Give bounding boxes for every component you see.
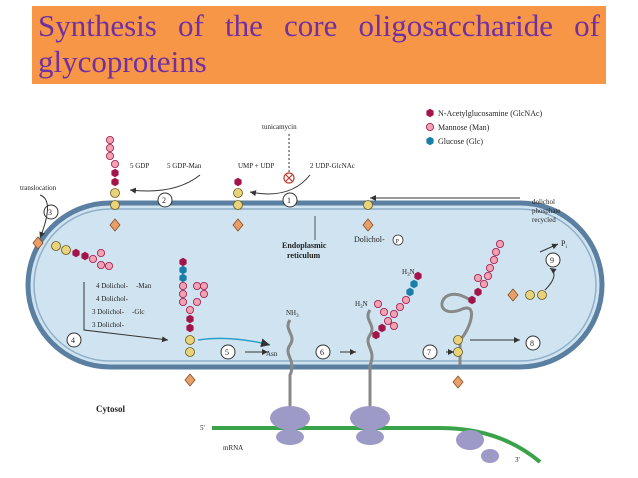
glucose-icon	[426, 136, 434, 146]
step-circle-1	[282, 192, 298, 208]
nh3-label: NH3	[286, 309, 299, 319]
dol-man-label: 4 Dolichol--Man	[96, 282, 152, 290]
er-label-2: reticulum	[287, 251, 321, 260]
legend-item-mannose: Mannose (Man)	[425, 123, 490, 132]
legend-item-glcnac: N-Acetylglucosamine (GlcNAc)	[426, 108, 543, 118]
asn-label: Asn	[266, 350, 278, 358]
h3n-label-2: H3N	[402, 268, 415, 278]
ribosome-2	[350, 406, 390, 430]
translocation-label: translocation	[20, 184, 57, 192]
mrna-label: mRNA	[223, 444, 243, 452]
step-label-6: 6	[320, 348, 324, 357]
dol-glc-label: 3 Dolichol--Glc	[92, 308, 145, 316]
inhibit-icon	[283, 172, 295, 184]
gdp-label: 5 GDP	[130, 162, 149, 170]
step-label-5: 5	[225, 348, 229, 357]
five-prime-label: 5'	[200, 424, 205, 432]
inhibit-x-icon	[285, 174, 293, 182]
phosphate-letter: P	[396, 239, 400, 245]
gdp-man-label: 5 GDP-Man	[167, 162, 202, 170]
er-membrane-inner	[33, 208, 597, 362]
legend-label-mannose: Mannose (Man)	[438, 123, 490, 132]
arrow-step9	[544, 267, 557, 291]
arrow-step2	[129, 174, 201, 194]
pi-arrow	[539, 243, 559, 253]
legend-label-glucose: Glucose (Glc)	[438, 137, 483, 146]
polypeptide-1	[286, 319, 294, 420]
tunicamycin-label: tunicamycin	[262, 123, 297, 131]
step-label-1: 1	[287, 196, 291, 205]
polypeptide-2	[366, 309, 374, 420]
ribosomes	[270, 406, 499, 463]
mannose-icon	[425, 123, 435, 132]
ump-udp-label: UMP + UDP	[238, 162, 274, 170]
translocation-arrow	[39, 194, 48, 239]
step-circle-4	[66, 332, 82, 348]
legend-label-glcnac: N-Acetylglucosamine (GlcNAc)	[438, 109, 543, 118]
step-circle-7	[422, 344, 438, 360]
slide-title: Synthesis of the core oligosaccharide of…	[38, 8, 600, 79]
glcnac-icon	[426, 108, 434, 118]
ribosome-1-small	[276, 429, 304, 445]
recycled-label-2: phosphate	[532, 207, 560, 215]
step-label-4: 4	[71, 336, 75, 345]
step-circle-8	[525, 335, 541, 351]
legend: N-Acetylglucosamine (GlcNAc) Mannose (Ma…	[425, 108, 543, 146]
step-label-3: 3	[48, 208, 52, 217]
recycled-label-3: recycled	[532, 216, 556, 224]
polypeptide-3	[440, 292, 474, 365]
dolichol-p-label: Dolichol-	[354, 235, 385, 244]
title-box: Synthesis of the core oligosaccharide of…	[32, 6, 606, 84]
step-circle-2	[157, 192, 173, 208]
dol-p-4-label: 4 Dolichol-	[96, 295, 129, 303]
ribosome-free-large	[456, 430, 484, 450]
phosphate-icon	[392, 234, 404, 246]
step-label-8: 8	[530, 339, 534, 348]
step-label-2: 2	[162, 196, 166, 205]
step4-arrow	[83, 282, 169, 343]
ribosome-1	[270, 406, 310, 430]
step-label-7: 7	[427, 348, 431, 357]
mrna-strand	[212, 426, 542, 464]
ribosome-free-small	[481, 449, 499, 463]
udp-glcnac-label: 2 UDP-GlcNAc	[310, 162, 355, 170]
recycled-label-1: dolichol	[532, 198, 555, 206]
transfer-arrow	[197, 337, 271, 348]
legend-item-glucose: Glucose (Glc)	[426, 136, 483, 146]
glycan-center-top	[232, 177, 244, 232]
er-label-1: Endoplasmic	[282, 241, 327, 250]
cytosol-label: Cytosol	[96, 404, 125, 414]
step-label-9: 9	[550, 256, 554, 265]
step-circle-9	[545, 252, 561, 268]
h3n-label-1: H3N	[355, 300, 368, 310]
three-prime-label: 3'	[515, 456, 520, 464]
dol-p-3-label: 3 Dolichol-	[92, 321, 125, 329]
step-circles: 1 2 3 4 5 6 7 8 9	[43, 192, 561, 360]
ribosome-2-small	[356, 429, 384, 445]
step-circle-6	[315, 344, 331, 360]
arrow-step1	[249, 174, 311, 197]
pi-label: Pi	[561, 239, 567, 250]
step-circle-5	[220, 344, 236, 360]
